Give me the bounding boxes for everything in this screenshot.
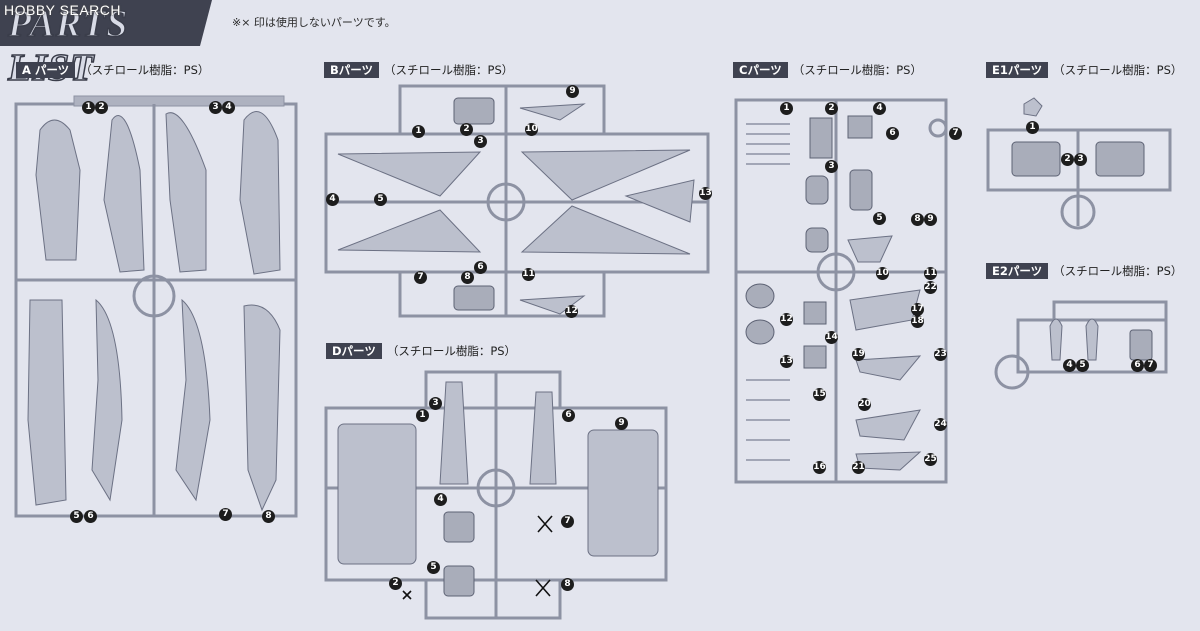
part-number: 2	[95, 101, 108, 114]
part-number: 8	[262, 510, 275, 523]
part-number: 21	[852, 461, 865, 474]
part-number: 6	[474, 261, 487, 274]
part-number: 1	[412, 125, 425, 138]
part-number: 2	[1061, 153, 1074, 166]
part-number: 4	[222, 101, 235, 114]
part-number: 2	[389, 577, 402, 590]
panel-c-material: （スチロール樹脂：PS）	[792, 63, 922, 77]
part-number: 14	[825, 331, 838, 344]
part-number: 11	[924, 267, 937, 280]
part-number: 20	[858, 398, 871, 411]
part-number: 9	[924, 213, 937, 226]
panel-b-tag: Bパーツ	[324, 62, 380, 78]
part-number: 9	[615, 417, 628, 430]
part-number: 6	[562, 409, 575, 422]
runner-a-illustration	[14, 95, 298, 518]
unused-parts-note: ※× 印は使用しないパーツです。	[232, 16, 396, 29]
panel-c-label: Cパーツ （スチロール樹脂：PS）	[733, 62, 922, 78]
part-number: 19	[852, 348, 865, 361]
part-number: 15	[813, 388, 826, 401]
panel-b-label: Bパーツ （スチロール樹脂：PS）	[324, 62, 513, 78]
panel-b-material: （スチロール樹脂：PS）	[384, 63, 514, 77]
part-number: 8	[561, 578, 574, 591]
runner-c-illustration	[734, 98, 948, 484]
part-number: 18	[911, 315, 924, 328]
panel-d-material: （スチロール樹脂：PS）	[386, 344, 517, 358]
panel-e2-material: （スチロール樹脂：PS）	[1053, 264, 1183, 278]
panel-a-label: A パーツ （スチロール樹脂：PS）	[16, 62, 209, 78]
part-number: 3	[429, 397, 442, 410]
panel-e1-label: E1パーツ （スチロール樹脂：PS）	[986, 62, 1182, 78]
part-number: 5	[1076, 359, 1089, 372]
part-number: 4	[326, 193, 339, 206]
part-number: 17	[911, 303, 924, 316]
panel-d-label: Dパーツ （スチロール樹脂：PS）	[326, 343, 516, 359]
part-number: 2	[460, 123, 473, 136]
runner-e1-illustration	[986, 97, 1172, 230]
part-number: 7	[949, 127, 962, 140]
part-number: 8	[461, 271, 474, 284]
runner-e2-illustration	[994, 300, 1168, 390]
panel-c-tag: Cパーツ	[733, 62, 788, 78]
part-number: 3	[1074, 153, 1087, 166]
part-number: 5	[374, 193, 387, 206]
part-number: 3	[825, 160, 838, 173]
panel-a-material: （スチロール樹脂：PS）	[80, 63, 210, 77]
part-number: 3	[209, 101, 222, 114]
part-number: 25	[924, 453, 937, 466]
part-number: 10	[876, 267, 889, 280]
part-number: 1	[1026, 121, 1039, 134]
panel-e2-label: E2パーツ （スチロール樹脂：PS）	[986, 263, 1182, 279]
part-number: 22	[924, 281, 937, 294]
part-number: 7	[1144, 359, 1157, 372]
part-number: 5	[427, 561, 440, 574]
part-number: 7	[561, 515, 574, 528]
part-number: 13	[699, 187, 712, 200]
part-number: 16	[813, 461, 826, 474]
part-number: 8	[911, 213, 924, 226]
part-number: 1	[416, 409, 429, 422]
part-number: 3	[474, 135, 487, 148]
panel-e1-tag: E1パーツ	[986, 62, 1049, 78]
watermark: HOBBY SEARCH	[4, 2, 121, 18]
part-number: 1	[780, 102, 793, 115]
part-number: 6	[84, 510, 97, 523]
part-number: 6	[1131, 359, 1144, 372]
part-number: 13	[780, 355, 793, 368]
part-number: 9	[566, 85, 579, 98]
part-number: 7	[414, 271, 427, 284]
panel-d-tag: Dパーツ	[326, 343, 382, 359]
part-number: 5	[70, 510, 83, 523]
runner-b-illustration	[324, 84, 710, 318]
runner-d-illustration	[324, 370, 668, 620]
part-number: 1	[82, 101, 95, 114]
part-number: 2	[825, 102, 838, 115]
part-number: 24	[934, 418, 947, 431]
part-number: 23	[934, 348, 947, 361]
part-number: 12	[780, 313, 793, 326]
part-number: 6	[886, 127, 899, 140]
part-number: 10	[525, 123, 538, 136]
panel-e2-tag: E2パーツ	[986, 263, 1049, 279]
panel-a-tag: A パーツ	[16, 62, 76, 78]
part-number: 4	[873, 102, 886, 115]
panel-e1-material: （スチロール樹脂：PS）	[1053, 63, 1183, 77]
part-number: 4	[434, 493, 447, 506]
part-number: 5	[873, 212, 886, 225]
part-number: 11	[522, 268, 535, 281]
part-number: 7	[219, 508, 232, 521]
part-number: 4	[1063, 359, 1076, 372]
part-number: 12	[565, 305, 578, 318]
